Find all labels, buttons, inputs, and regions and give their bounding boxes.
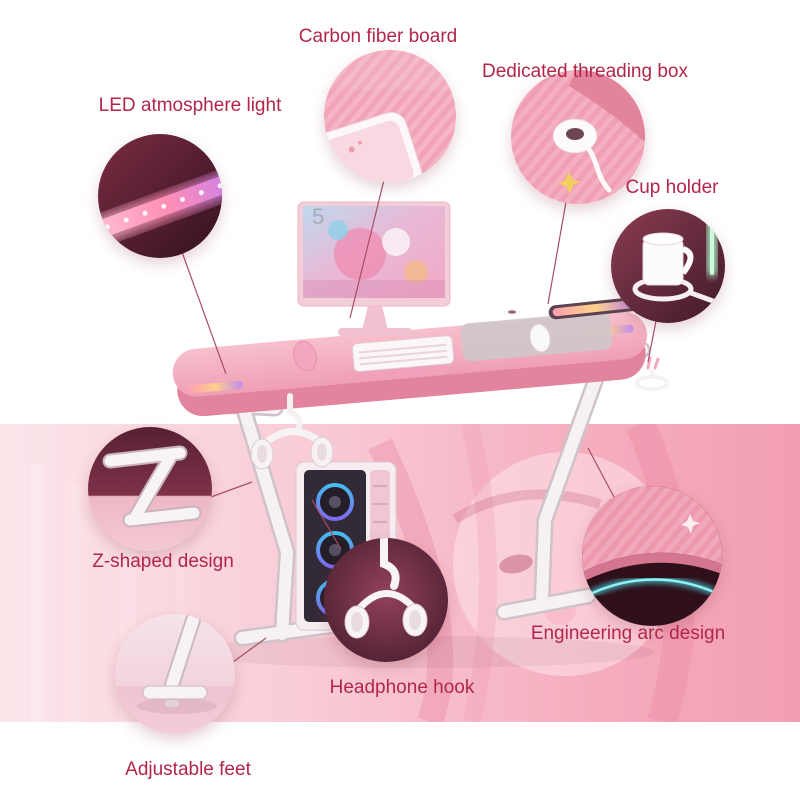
callout-photo-led-light [98,134,222,258]
desk-top [172,311,648,417]
arc-edge-icon [582,486,722,626]
label-z-shaped-design: Z-shaped design [92,551,234,572]
callout-photo-carbon-fiber-board [324,50,456,182]
pink-mouse [293,340,317,372]
callout-photo-headphone-hook [324,538,448,662]
led-corner-strip-right [578,324,634,337]
callout-photo-threading-box [511,70,645,204]
label-cup-holder: Cup holder [625,177,719,198]
label-carbon-fiber-board: Carbon fiber board [298,26,458,47]
adjustable-foot-icon [115,614,235,734]
keyboard [351,335,455,372]
callout-photo-cup-holder [611,209,725,323]
white-mouse [529,323,551,353]
carbon-fiber-texture-icon [324,50,456,182]
leader-line-carbon [349,179,385,319]
label-threading-box: Dedicated threading box [482,61,688,82]
monitor-screen [303,206,445,298]
label-engineering-arc: Engineering arc design [530,623,726,644]
cable-grommet [503,308,521,316]
wrist-rest [338,364,448,383]
cup-holder-ring [635,356,669,391]
label-headphone-hook: Headphone hook [329,677,475,698]
led-strip-icon [98,134,222,258]
leader-line-cup [647,320,657,363]
leader-line-led [181,251,227,375]
label-adjustable-feet: Adjustable feet [125,759,251,780]
callout-photo-adjustable-feet [115,614,235,734]
callout-photo-engineering-arc [582,486,722,626]
label-led-atmosphere-light: LED atmosphere light [98,95,282,116]
cup-holder-icon [611,209,725,323]
desk-mat [460,311,613,362]
leader-line-thread [547,201,567,305]
callout-photo-z-shaped-design [88,427,212,551]
led-corner-strip-left [188,381,243,394]
threading-box-icon [511,70,645,204]
headphone-hook-icon [324,538,448,662]
z-frame-icon [88,427,212,551]
watermark-number: 5 [312,204,325,229]
